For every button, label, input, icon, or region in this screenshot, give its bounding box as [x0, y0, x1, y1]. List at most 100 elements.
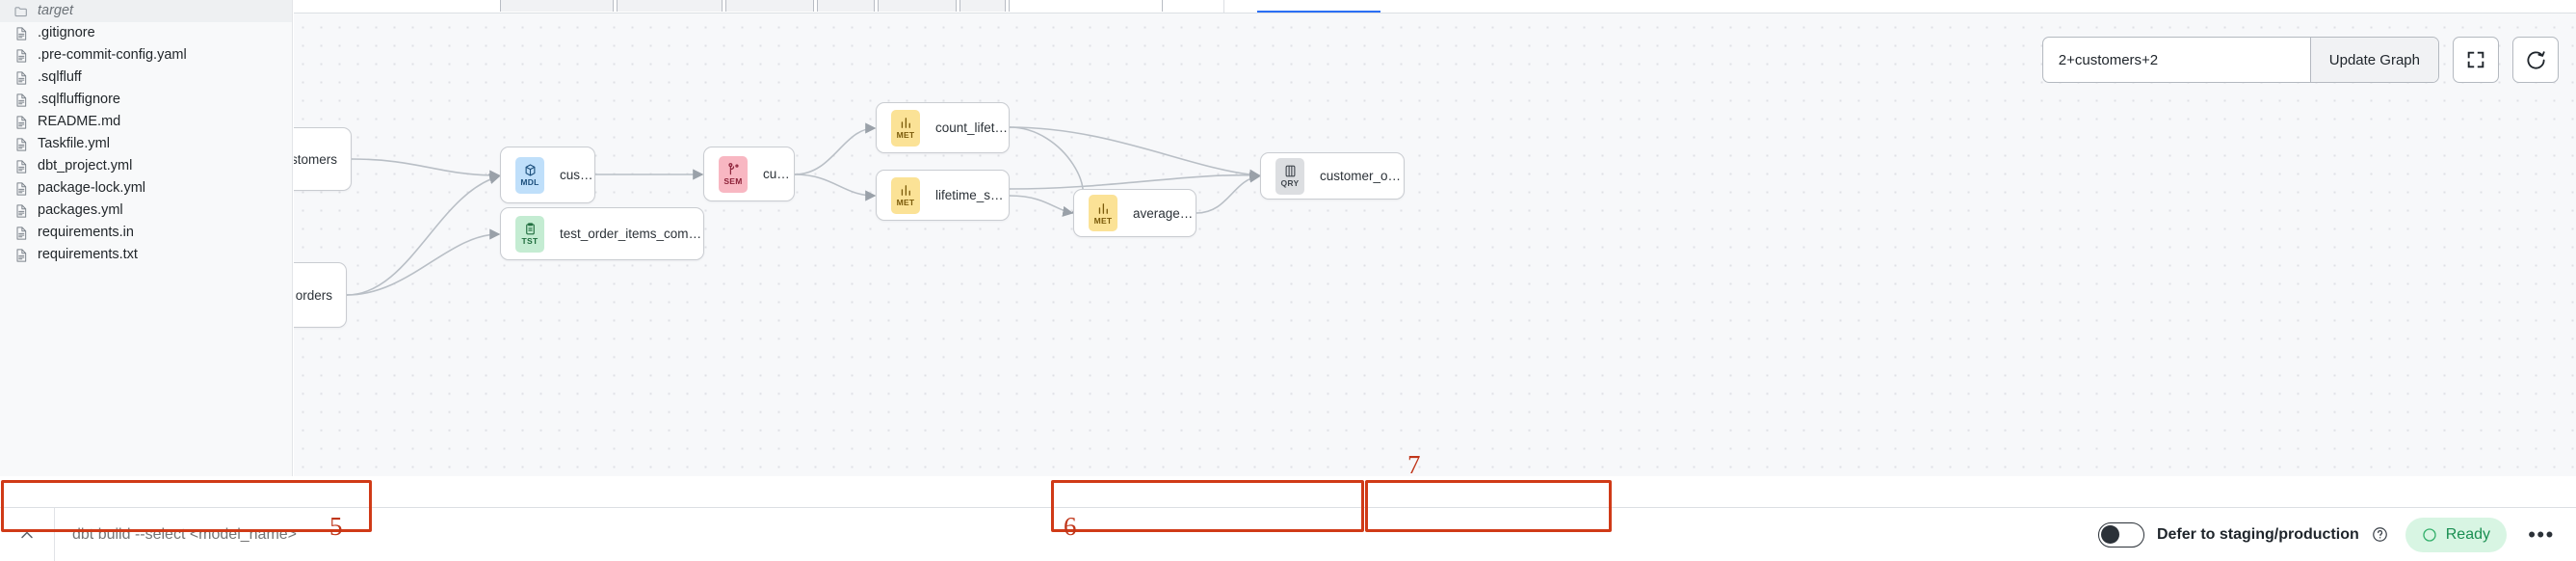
dbt-command-input[interactable]	[55, 525, 2098, 544]
editor-tab[interactable]	[959, 0, 1006, 12]
file-row[interactable]: README.md	[0, 111, 292, 133]
lineage-node[interactable]: MET average_order_value	[1073, 189, 1196, 237]
file-row[interactable]: package-lock.yml	[0, 177, 292, 200]
editor-tabs	[294, 0, 1166, 12]
lineage-node[interactable]: MDL customers	[500, 147, 595, 203]
lineage-node[interactable]: QRY customer_order_metrics	[1260, 152, 1405, 200]
editor-tab-active[interactable]	[1009, 0, 1163, 12]
node-badge-label: MDL	[520, 177, 539, 188]
model-icon: MDL	[515, 156, 544, 194]
active-tab-indicator	[1257, 11, 1380, 13]
selector-combo: Update Graph	[2041, 37, 2439, 83]
graph-toolbar: Update Graph	[2041, 37, 2559, 83]
file-row[interactable]: target	[0, 0, 292, 22]
node-badge-label: QRY	[1280, 178, 1300, 189]
file-icon	[13, 159, 29, 174]
file-icon	[13, 26, 29, 41]
file-list: target .gitignore .pre-commit-config.yaml.…	[0, 0, 292, 266]
file-row[interactable]: Taskfile.yml	[0, 133, 292, 155]
status-label: Ready	[2445, 525, 2490, 543]
node-badge-label: MET	[1093, 215, 1113, 226]
lineage-node[interactable]: TST test_order_items_compute_to_bools…	[500, 207, 704, 260]
update-graph-button[interactable]: Update Graph	[2309, 38, 2438, 82]
query-icon: QRY	[1275, 157, 1304, 195]
lineage-node-label: customers	[560, 168, 594, 182]
folder-icon	[13, 4, 29, 19]
editor-tab[interactable]	[617, 0, 723, 12]
file-row[interactable]: packages.yml	[0, 200, 292, 222]
command-divider	[54, 507, 55, 561]
editor-tab-strip[interactable]	[294, 0, 2576, 13]
lineage-node[interactable]: orders	[294, 262, 347, 328]
refresh-icon[interactable]	[2512, 37, 2559, 83]
status-controls: Defer to staging/production Ready •••	[2097, 517, 2576, 552]
lineage-node-label: lifetime_spend_pretax	[935, 188, 1009, 202]
defer-toggle-group: Defer to staging/production	[2097, 521, 2388, 548]
lineage-node[interactable]: stg_customers	[294, 127, 352, 191]
chevron-up-icon[interactable]	[0, 508, 54, 561]
metric-icon: MET	[1089, 195, 1117, 231]
file-icon	[13, 248, 29, 263]
file-icon	[13, 93, 29, 108]
lineage-graph-canvas[interactable]: stg_customersorders MDL customersTST test_o…	[294, 0, 2576, 476]
file-name: .pre-commit-config.yaml	[38, 47, 187, 64]
file-explorer-panel[interactable]: target .gitignore .pre-commit-config.yaml.…	[0, 0, 293, 476]
metric-icon: MET	[891, 109, 920, 147]
lineage-node-label: stg_customers	[294, 151, 337, 167]
command-status-bar: Defer to staging/production Ready •••	[0, 507, 2576, 561]
defer-label: Defer to staging/production	[2156, 525, 2359, 543]
file-name: target	[38, 3, 74, 19]
file-icon	[13, 137, 29, 152]
node-badge-label: MET	[896, 130, 915, 141]
node-badge-label: MET	[896, 198, 915, 208]
toggle-knob	[2100, 524, 2119, 544]
file-name: .sqlfluffignore	[38, 92, 120, 108]
circle-icon	[2423, 527, 2436, 542]
file-name: dbt_project.yml	[38, 158, 133, 174]
editor-tab[interactable]	[878, 0, 957, 12]
file-row[interactable]: requirements.in	[0, 222, 292, 244]
status-badge[interactable]: Ready	[2405, 517, 2507, 552]
node-badge-label: TST	[521, 236, 539, 247]
lineage-node-label: orders	[295, 287, 332, 303]
lineage-node-label: count_lifetime_orders	[935, 120, 1009, 135]
node-badge-label: SEM	[723, 176, 743, 187]
lineage-node-label: test_order_items_compute_to_bools…	[560, 227, 703, 241]
file-row[interactable]: requirements.txt	[0, 244, 292, 266]
file-name: requirements.txt	[38, 247, 138, 263]
lineage-node-label: customer_order_metrics	[1320, 169, 1404, 183]
tab-strip-divider	[1223, 0, 1224, 13]
file-row[interactable]: .sqlfluff	[0, 67, 292, 89]
file-name: Taskfile.yml	[38, 136, 110, 152]
lineage-node-label: customers	[763, 167, 794, 181]
file-row[interactable]: .sqlfluffignore	[0, 89, 292, 111]
expand-icon[interactable]	[2453, 37, 2499, 83]
editor-tab[interactable]	[725, 0, 814, 12]
file-name: packages.yml	[38, 202, 123, 219]
lineage-node[interactable]: MET lifetime_spend_pretax	[876, 170, 1010, 221]
help-circle-icon[interactable]	[2372, 526, 2388, 543]
semantic-icon: SEM	[719, 155, 748, 193]
dbt-selector-input[interactable]	[2042, 38, 2310, 82]
file-row[interactable]: .gitignore	[0, 22, 292, 44]
file-icon	[13, 48, 29, 64]
editor-tab[interactable]	[817, 0, 875, 12]
file-name: .sqlfluff	[38, 69, 82, 86]
editor-tab[interactable]	[500, 0, 614, 12]
file-row[interactable]: .pre-commit-config.yaml	[0, 44, 292, 67]
lineage-node-label: average_order_value	[1133, 205, 1196, 221]
lineage-node[interactable]: SEM customers	[703, 147, 795, 201]
file-icon	[13, 115, 29, 130]
file-icon	[13, 226, 29, 241]
file-icon	[13, 203, 29, 219]
file-name: requirements.in	[38, 225, 134, 241]
file-name: README.md	[38, 114, 121, 130]
defer-toggle[interactable]	[2097, 521, 2144, 548]
file-name: .gitignore	[38, 25, 95, 41]
file-row[interactable]: dbt_project.yml	[0, 155, 292, 177]
file-icon	[13, 70, 29, 86]
lineage-node[interactable]: MET count_lifetime_orders	[876, 102, 1010, 153]
kebab-icon[interactable]: •••	[2528, 521, 2555, 547]
file-name: package-lock.yml	[38, 180, 146, 197]
